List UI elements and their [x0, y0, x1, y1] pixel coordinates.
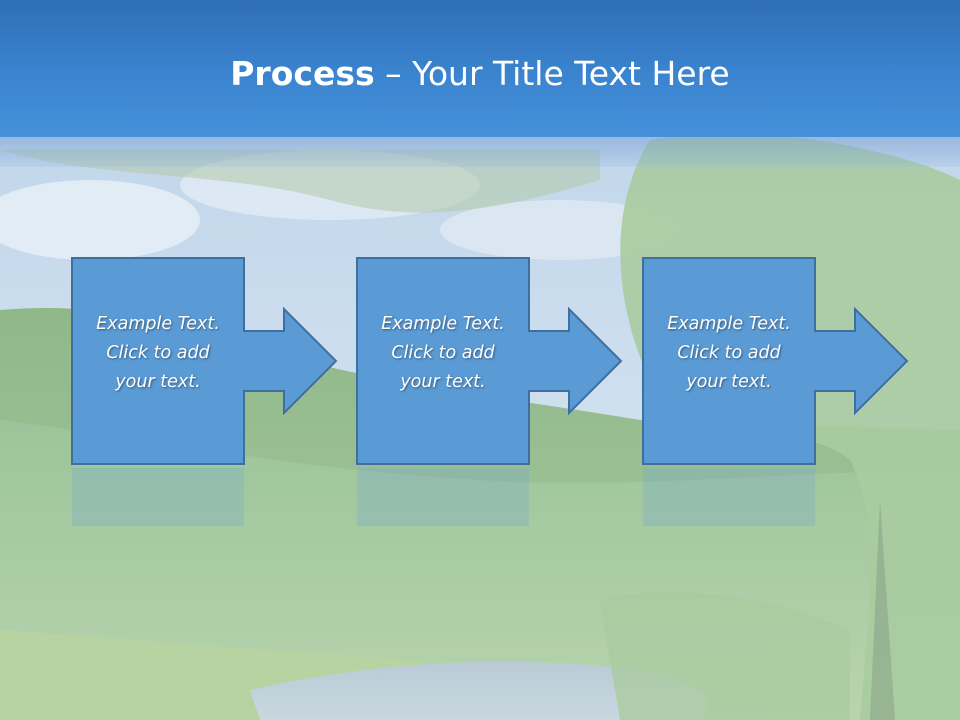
- process-step-text[interactable]: Example Text. Click to add your text.: [357, 310, 529, 397]
- slide-title-rest: – Your Title Text Here: [374, 54, 730, 93]
- process-step-3[interactable]: Example Text. Click to add your text.: [641, 256, 911, 526]
- process-step-line-3: your text.: [686, 372, 772, 392]
- process-step-line-2: Click to add: [677, 343, 781, 363]
- process-step-line-2: Click to add: [106, 343, 210, 363]
- title-underline-strip: [0, 137, 960, 167]
- process-step-line-1: Example Text.: [381, 314, 505, 334]
- slide-title[interactable]: Process – Your Title Text Here: [0, 52, 960, 96]
- slide-title-bold: Process: [230, 54, 375, 93]
- process-step-line-1: Example Text.: [667, 314, 791, 334]
- process-step-line-3: your text.: [115, 372, 201, 392]
- process-step-text[interactable]: Example Text. Click to add your text.: [72, 310, 244, 397]
- process-step-shape: [642, 257, 909, 526]
- process-step-shape: [356, 257, 623, 526]
- process-step-shape: [71, 257, 338, 526]
- process-step-line-2: Click to add: [391, 343, 495, 363]
- process-step-text[interactable]: Example Text. Click to add your text.: [643, 310, 815, 397]
- process-step-line-1: Example Text.: [96, 314, 220, 334]
- title-bar: [0, 0, 960, 137]
- process-step-2[interactable]: Example Text. Click to add your text.: [355, 256, 625, 526]
- process-step-1[interactable]: Example Text. Click to add your text.: [70, 256, 340, 526]
- process-step-line-3: your text.: [400, 372, 486, 392]
